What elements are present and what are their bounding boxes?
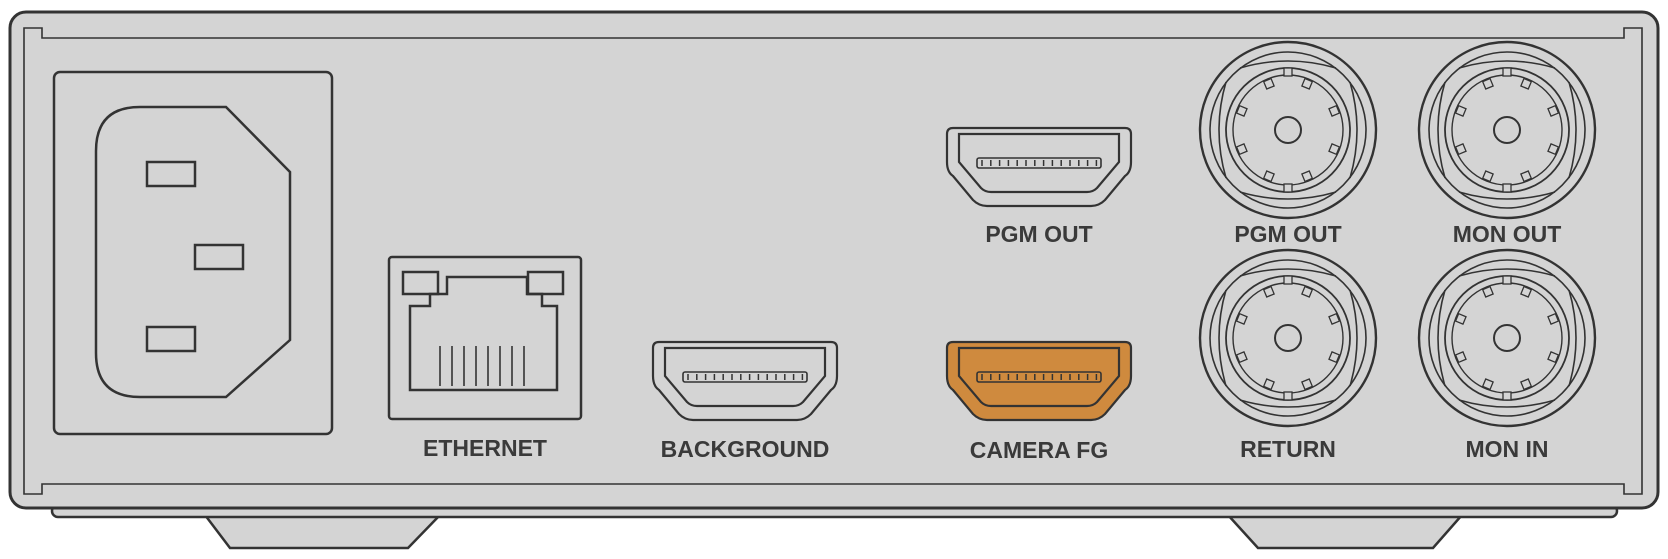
bnc-center-pin bbox=[1493, 324, 1521, 352]
camera-fg-hdmi-port[interactable]: CAMERA FG bbox=[945, 340, 1133, 463]
hdmi-contact-strip bbox=[976, 371, 1102, 383]
hdmi-port-icon bbox=[651, 340, 839, 422]
ethernet-port[interactable]: ETHERNET bbox=[387, 255, 583, 461]
device-feet bbox=[202, 513, 1465, 550]
pgm-out-sdi-port[interactable]: PGM OUT bbox=[1198, 40, 1378, 247]
mon-in-label: MON IN bbox=[1465, 436, 1548, 462]
camera-fg-label: CAMERA FG bbox=[970, 437, 1108, 463]
chassis-inner-frame bbox=[23, 27, 1643, 495]
bnc-center-pin bbox=[1274, 324, 1302, 352]
hdmi-outer-shell bbox=[945, 126, 1133, 208]
bnc-center-pin bbox=[1274, 116, 1302, 144]
bnc-center-pin bbox=[1493, 116, 1521, 144]
bnc-connector-icon bbox=[1417, 40, 1597, 220]
hdmi-contact-strip bbox=[682, 371, 808, 383]
mon-out-label: MON OUT bbox=[1453, 221, 1562, 247]
mon-out-port[interactable]: MON OUT bbox=[1417, 40, 1597, 247]
power-inlet bbox=[52, 70, 334, 436]
bnc-connector-icon bbox=[1198, 40, 1378, 220]
ethernet-label: ETHERNET bbox=[423, 435, 547, 461]
pgm-out-sdi-label: PGM OUT bbox=[1234, 221, 1341, 247]
bnc-connector-icon bbox=[1417, 248, 1597, 428]
hdmi-inner-shell bbox=[663, 346, 827, 408]
return-port[interactable]: RETURN bbox=[1198, 248, 1378, 462]
bnc-connector-icon bbox=[1198, 248, 1378, 428]
background-label: BACKGROUND bbox=[661, 436, 830, 462]
hdmi-inner-shell bbox=[957, 132, 1121, 194]
iec-power-inlet-icon bbox=[94, 105, 292, 399]
hdmi-outer-shell bbox=[651, 340, 839, 422]
hdmi-port-icon bbox=[945, 340, 1133, 422]
hdmi-port-icon bbox=[945, 126, 1133, 208]
hdmi-inner-shell bbox=[957, 346, 1121, 408]
background-hdmi-port[interactable]: BACKGROUND bbox=[651, 340, 839, 462]
pgm-out-hdmi-label: PGM OUT bbox=[985, 221, 1092, 247]
return-label: RETURN bbox=[1240, 436, 1336, 462]
hdmi-outer-shell bbox=[945, 340, 1133, 422]
pgm-out-hdmi-port[interactable]: PGM OUT bbox=[945, 126, 1133, 247]
mon-in-port[interactable]: MON IN bbox=[1417, 248, 1597, 462]
hdmi-contact-strip bbox=[976, 157, 1102, 169]
